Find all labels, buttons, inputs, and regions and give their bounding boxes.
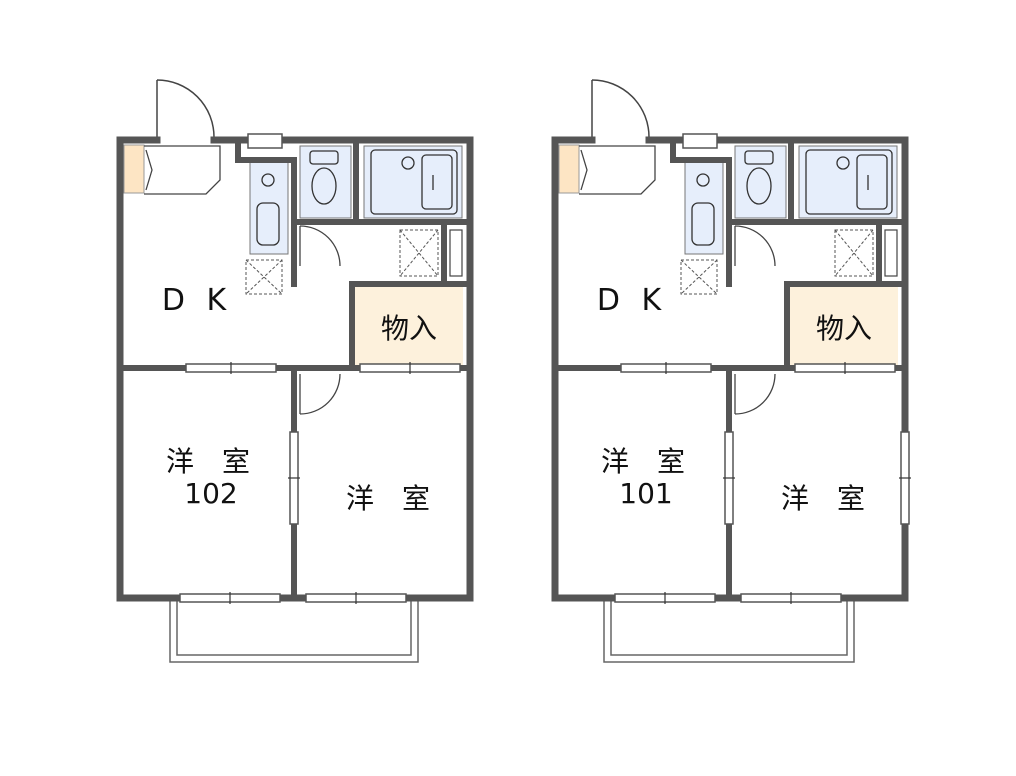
entry-closet [144,145,221,195]
washbasin-fixture [256,173,280,246]
balcony [169,598,419,663]
western-room-label: 洋 室 [781,482,865,515]
shoe-cabinet [123,144,145,194]
dk-label: D K [597,283,667,318]
western-room-label: 洋 室 [166,445,250,478]
toilet-fixture [309,150,339,205]
shoe-cabinet [558,144,580,194]
window-marks [229,362,411,604]
balcony [603,598,855,663]
washing-machine-space [245,229,439,295]
dk-label: D K [162,283,232,318]
room-door [299,373,341,415]
storage-label: 物入 [816,312,872,345]
unit-number: 102 [184,477,237,510]
unit-101-plan [551,79,911,663]
western-room-label: 洋 室 [346,482,430,515]
window-marks [664,362,911,604]
interior-walls [556,141,904,597]
washbasin-fixture [691,173,715,246]
unit-102-plan [116,79,474,663]
washing-machine-space [680,229,874,295]
toilet-door [299,225,341,267]
fridge-space [884,229,898,277]
western-room-label: 洋 室 [601,445,685,478]
storage-label: 物入 [381,312,437,345]
unit-number: 101 [619,477,672,510]
entrance-door [591,79,650,138]
entry-closet [579,145,656,195]
room-labels: D K 物入 洋 室 102 洋 室 D K 物入 洋 室 101 洋 室 [162,283,872,515]
fridge-space [449,229,463,277]
bathtub-fixture [805,149,893,215]
toilet-fixture [744,150,774,205]
entrance-door [156,79,215,138]
toilet-door [734,225,776,267]
storage-room [355,287,463,365]
room-door [734,373,776,415]
bathtub-fixture [370,149,458,215]
storage-room [790,287,898,365]
